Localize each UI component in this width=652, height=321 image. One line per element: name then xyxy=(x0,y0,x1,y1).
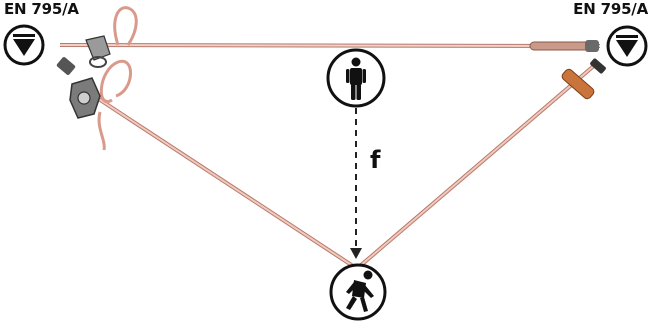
rope-right-diagonal xyxy=(358,62,598,268)
horizontal-lifeline xyxy=(59,43,601,48)
worker-falling-icon xyxy=(329,263,387,321)
lifeline-tensioner-icon xyxy=(529,40,599,52)
fall-distance-label: f xyxy=(370,146,381,174)
anchor-right-icon xyxy=(606,25,648,67)
anchor-right-standard-label: EN 795/A xyxy=(573,0,648,18)
rope-loop-knot xyxy=(97,6,138,151)
worker-standing-icon xyxy=(326,48,386,108)
rope-grab-device-icon xyxy=(56,35,111,119)
shock-absorber-icon xyxy=(561,58,606,100)
anchor-left-icon xyxy=(3,24,45,66)
rope-left-diagonal xyxy=(83,88,358,270)
fall-distance-arrow xyxy=(350,108,362,259)
anchor-left-standard-label: EN 795/A xyxy=(4,0,79,18)
